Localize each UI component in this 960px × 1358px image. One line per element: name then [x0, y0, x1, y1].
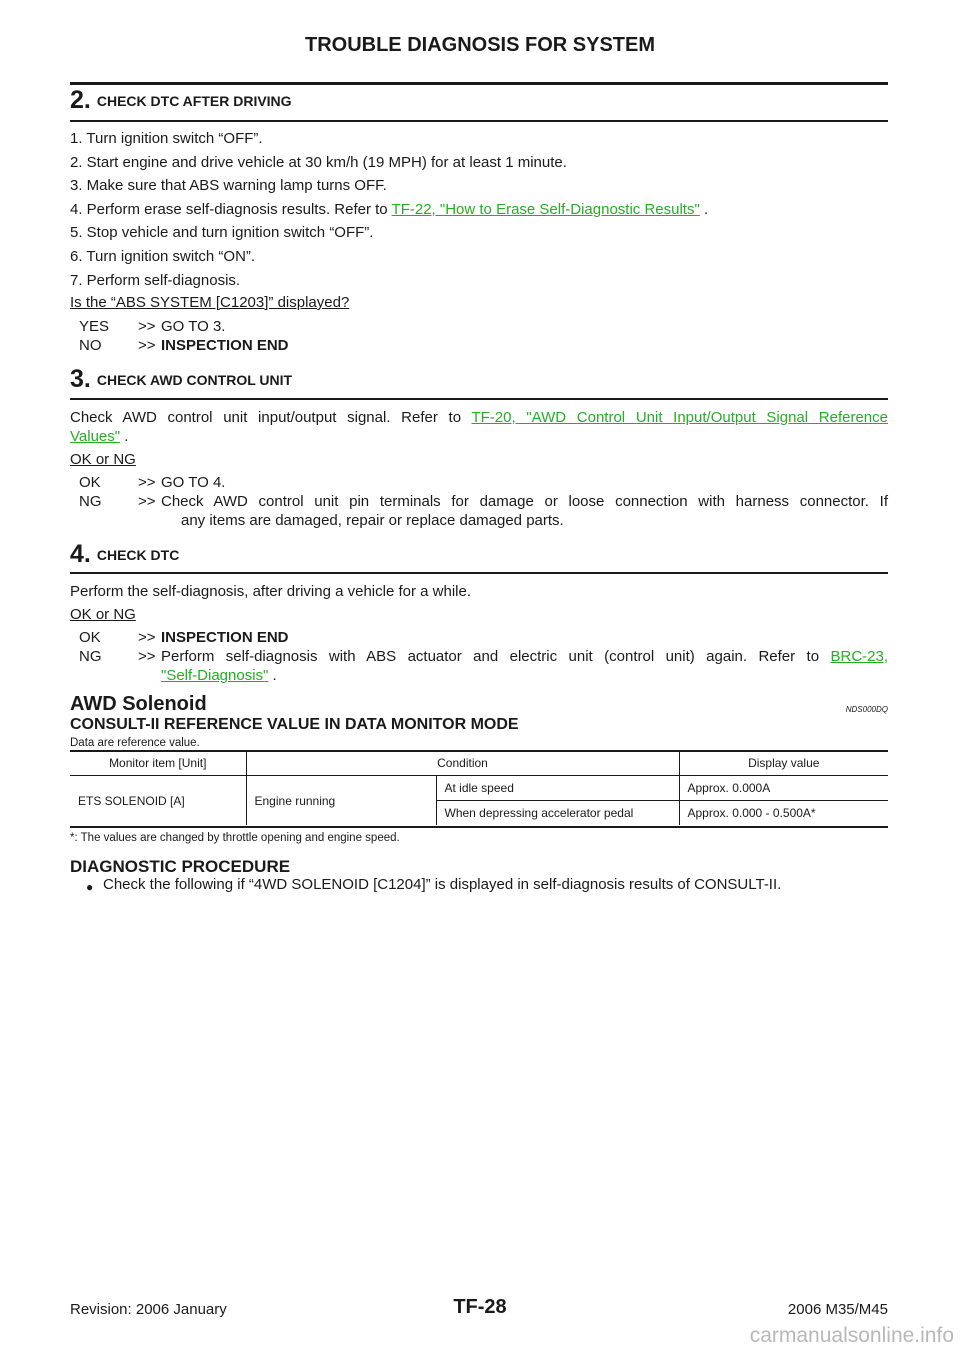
self-diagnosis-link[interactable]: BRC-23, — [830, 648, 889, 665]
signal-reference-link-continued[interactable]: Values" — [70, 428, 121, 445]
table-cell-subcondition: When depressing accelerator pedal — [436, 800, 680, 825]
answer-text: INSPECTION END — [161, 629, 289, 646]
table-cell-item: ETS SOLENOID [A] — [70, 775, 247, 825]
step-3-question: OK or NG — [70, 451, 136, 468]
answer-text-continued: "Self-Diagnosis" . — [161, 667, 277, 684]
signal-reference-link[interactable]: TF-20, "AWD Control Unit Input/Output Si… — [471, 409, 888, 426]
table-header-cell: Display value — [679, 751, 888, 776]
step-3-number: 3. — [70, 365, 91, 393]
footer-page-number: TF-28 — [453, 1296, 507, 1318]
answer-arrow: >> — [138, 337, 156, 354]
step-4-heading: 4. CHECK DTC — [70, 540, 179, 569]
step-3-tail: . — [120, 428, 129, 445]
answer-text: GO TO 4. — [161, 474, 226, 491]
table-cell-value: Approx. 0.000 - 0.500A* — [687, 806, 816, 820]
step-4-text: Perform the self-diagnosis, after drivin… — [70, 583, 472, 600]
answer-key: YES — [79, 318, 110, 335]
answer-tail: . — [268, 667, 277, 684]
step-2-item-2: 2. Start engine and drive vehicle at 30 … — [70, 154, 567, 171]
answer-arrow: >> — [138, 474, 156, 491]
section-title: AWD Solenoid — [70, 693, 207, 715]
footer-revision: Revision: 2006 January — [70, 1301, 227, 1318]
table-cell-condition: Engine running — [246, 775, 437, 825]
answer-arrow: >> — [138, 318, 156, 335]
table-bottom-rule — [70, 826, 888, 828]
step-2-heading: 2. CHECK DTC AFTER DRIVING — [70, 86, 292, 115]
answer-arrow: >> — [138, 629, 156, 646]
step-2-item-7: 7. Perform self-diagnosis. — [70, 272, 241, 289]
procedure-bullet-text: Check the following if “4WD SOLENOID [C1… — [103, 876, 782, 893]
answer-text: Perform self-diagnosis with ABS actuator… — [161, 648, 888, 665]
step-4-number: 4. — [70, 540, 91, 568]
answer-key: OK — [79, 474, 101, 491]
answer-text: GO TO 3. — [161, 318, 226, 335]
table-cell-subcondition: At idle speed — [436, 775, 680, 801]
answer-text-continued: any items are damaged, repair or replace… — [181, 512, 564, 529]
answer-key: NO — [79, 337, 102, 354]
step-2-item-1: 1. Turn ignition switch “OFF”. — [70, 130, 263, 147]
step-2-number: 2. — [70, 86, 91, 114]
step-4-question: OK or NG — [70, 606, 136, 623]
step-3-text-body: Check AWD control unit input/output sign… — [70, 409, 462, 426]
monitor-table: Monitor item [Unit] Condition Display va… — [70, 751, 888, 825]
erase-results-link[interactable]: TF-22, "How to Erase Self-Diagnostic Res… — [391, 201, 700, 218]
answer-key: OK — [79, 629, 101, 646]
step-2-item-4-tail: . — [699, 201, 709, 218]
step-2-item-5: 5. Stop vehicle and turn ignition switch… — [70, 224, 374, 241]
step-2-item-4: 4. Perform erase self-diagnosis results.… — [70, 201, 708, 218]
step-2-question: Is the “ABS SYSTEM [C1203]” displayed? — [70, 294, 350, 311]
watermark: carmanualsonline.info — [749, 1324, 954, 1347]
answer-arrow: >> — [138, 648, 156, 665]
step-2-item-6: 6. Turn ignition switch “ON”. — [70, 248, 256, 265]
table-row: When depressing accelerator pedal Approx… — [70, 800, 888, 825]
answer-text: Check AWD control unit pin terminals for… — [161, 493, 888, 510]
answer-key: NG — [79, 648, 102, 665]
step-3-title: CHECK AWD CONTROL UNIT — [96, 372, 293, 388]
answer-arrow: >> — [138, 493, 156, 510]
procedure-title: DIAGNOSTIC PROCEDURE — [70, 857, 291, 876]
self-diagnosis-link-continued[interactable]: "Self-Diagnosis" — [161, 667, 269, 684]
table-header-row: Monitor item [Unit] Condition Display va… — [70, 751, 888, 776]
step-3-text-continued: Values" . — [70, 428, 128, 445]
table-cell-value: Approx. 0.000A — [679, 775, 888, 801]
table-header-cell: Condition — [246, 751, 680, 776]
section-code: NDS000DQ — [845, 705, 888, 714]
page-title: TROUBLE DIAGNOSIS FOR SYSTEM — [304, 34, 656, 56]
bullet-dot-icon: ● — [86, 880, 94, 894]
reference-note: Data are reference value. — [70, 737, 200, 749]
step-2-title: CHECK DTC AFTER DRIVING — [96, 93, 292, 109]
table-row: ETS SOLENOID [A] Engine running At idle … — [70, 775, 888, 825]
step-2-item-3: 3. Make sure that ABS warning lamp turns… — [70, 177, 387, 194]
answer-key: NG — [79, 493, 102, 510]
step-4-title: CHECK DTC — [96, 547, 180, 563]
answer-text: INSPECTION END — [161, 337, 289, 354]
subsection-title: CONSULT-II REFERENCE VALUE IN DATA MONIT… — [70, 716, 519, 733]
step-3-text: Check AWD control unit input/output sign… — [70, 409, 888, 426]
answer-text-body: Perform self-diagnosis with ABS actuator… — [161, 648, 820, 665]
step-4-rule — [70, 572, 888, 574]
step-2-item-4-text: 4. Perform erase self-diagnosis results.… — [70, 201, 388, 218]
header-rule — [70, 82, 888, 85]
step-2-rule — [70, 120, 888, 122]
table-footnote: *: The values are changed by throttle op… — [70, 832, 400, 844]
table-header-cell: Monitor item [Unit] — [70, 751, 247, 776]
footer-model: 2006 M35/M45 — [787, 1301, 888, 1318]
step-3-heading: 3. CHECK AWD CONTROL UNIT — [70, 365, 292, 394]
step-3-rule — [70, 398, 888, 400]
